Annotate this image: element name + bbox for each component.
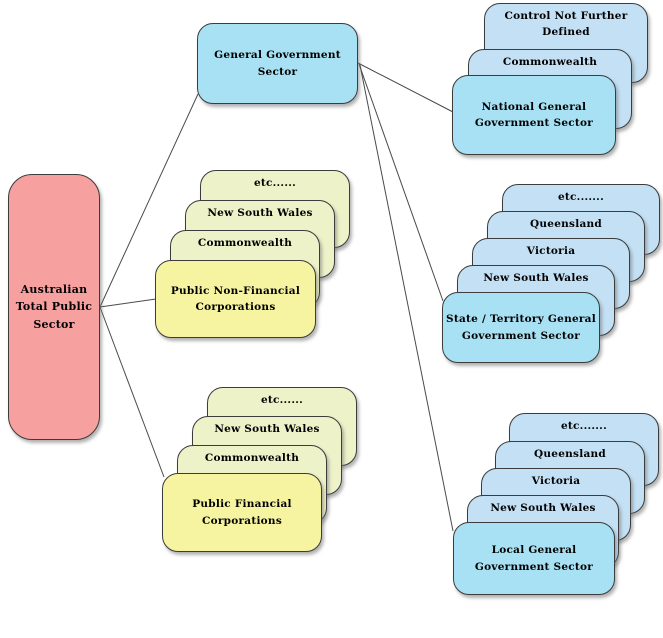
card-label: State / Territory General Government Sec…	[446, 313, 596, 342]
node-label: General Government Sector	[214, 49, 341, 78]
card-national-general-government-sector: National General Government Sector	[452, 75, 616, 155]
node-general-government-sector: General Government Sector	[197, 23, 358, 104]
connector-root-to-ggs	[99, 93, 199, 308]
connector-ggs-to-local	[359, 64, 454, 532]
card-label: National General Government Sector	[474, 100, 594, 129]
node-australian-total-public-sector: Australian Total Public Sector	[8, 174, 100, 440]
card-label: Queensland	[534, 448, 606, 460]
card-label: New South Wales	[483, 272, 589, 284]
card-public-non-financial-corporations: Public Non-Financial Corporations	[155, 260, 316, 338]
card-label: Public Financial Corporations	[192, 498, 292, 527]
card-local-general-government-sector: Local General Government Sector	[453, 522, 615, 595]
card-label: Victoria	[526, 245, 576, 257]
card-label: Victoria	[531, 475, 581, 487]
card-public-financial-corporations: Public Financial Corporations	[162, 473, 322, 552]
card-label: etc.......	[560, 420, 607, 432]
card-label: Commonwealth	[197, 237, 293, 249]
connector-ggs-to-state	[358, 63, 444, 302]
card-label: Local General Government Sector	[474, 544, 594, 573]
card-label: Commonwealth	[502, 56, 598, 68]
card-label: etc......	[253, 177, 297, 189]
card-label: Control Not Further Defined	[504, 10, 628, 39]
card-label: New South Wales	[207, 207, 313, 219]
card-label: New South Wales	[214, 423, 320, 435]
connector-root-to-pnfc	[99, 298, 157, 308]
card-label: Public Non-Financial Corporations	[170, 284, 301, 313]
card-label: New South Wales	[490, 502, 596, 514]
connector-ggs-to-national	[357, 62, 454, 113]
card-label: Commonwealth	[204, 452, 300, 464]
node-label: Australian Total Public Sector	[15, 282, 93, 331]
card-label: etc......	[260, 394, 304, 406]
connector-root-to-pfc	[99, 306, 165, 478]
card-label: Queensland	[530, 218, 602, 230]
card-label: etc.......	[557, 191, 604, 203]
card-state-territory-general-government-sector: State / Territory General Government Sec…	[442, 292, 600, 363]
